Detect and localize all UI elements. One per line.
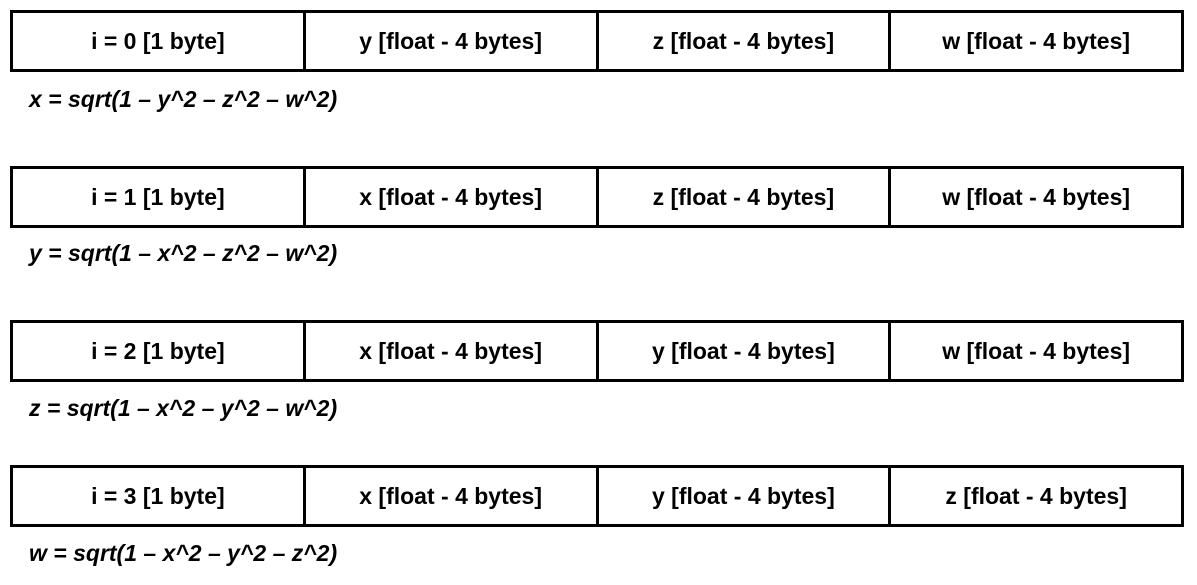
float-field-z: z [float - 4 bytes]	[595, 13, 889, 69]
reconstruction-formula-y: y = sqrt(1 – x^2 – z^2 – w^2)	[29, 240, 338, 266]
float-field-w: w [float - 4 bytes]	[888, 13, 1181, 69]
byte-layout-row-i3: i = 3 [1 byte] x [float - 4 bytes] y [fl…	[10, 465, 1184, 527]
float-field-y: y [float - 4 bytes]	[595, 468, 889, 524]
float-field-x: x [float - 4 bytes]	[302, 169, 596, 225]
float-field-w: w [float - 4 bytes]	[888, 323, 1181, 379]
byte-layout-row-i1: i = 1 [1 byte] x [float - 4 bytes] z [fl…	[10, 166, 1184, 228]
byte-layout-row-i0: i = 0 [1 byte] y [float - 4 bytes] z [fl…	[10, 10, 1184, 72]
byte-layout-row-i2: i = 2 [1 byte] x [float - 4 bytes] y [fl…	[10, 320, 1184, 382]
index-field: i = 1 [1 byte]	[91, 183, 225, 210]
reconstruction-formula-x: x = sqrt(1 – y^2 – z^2 – w^2)	[29, 86, 338, 112]
float-field-z: z [float - 4 bytes]	[888, 468, 1181, 524]
float-field-y: y [float - 4 bytes]	[302, 13, 596, 69]
float-field-z: z [float - 4 bytes]	[595, 169, 889, 225]
index-field: i = 0 [1 byte]	[91, 27, 225, 54]
index-field: i = 2 [1 byte]	[91, 337, 225, 364]
float-field-y: y [float - 4 bytes]	[595, 323, 889, 379]
float-field-x: x [float - 4 bytes]	[302, 468, 596, 524]
index-field: i = 3 [1 byte]	[91, 482, 225, 509]
float-field-x: x [float - 4 bytes]	[302, 323, 596, 379]
reconstruction-formula-z: z = sqrt(1 – x^2 – y^2 – w^2)	[29, 395, 338, 421]
reconstruction-formula-w: w = sqrt(1 – x^2 – y^2 – z^2)	[29, 540, 338, 566]
float-field-w: w [float - 4 bytes]	[888, 169, 1181, 225]
